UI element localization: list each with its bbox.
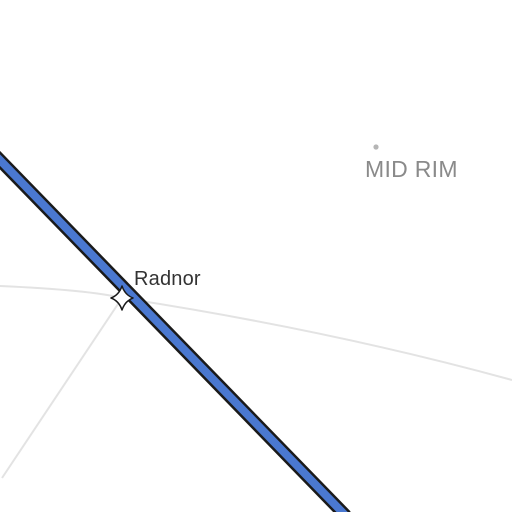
road-diagonal-southwest (1, 297, 123, 479)
locality-dot-icon (373, 144, 379, 150)
station-label-radnor[interactable]: Radnor (134, 268, 201, 290)
road-major-arc (0, 285, 512, 381)
station-star-icon[interactable] (110, 285, 134, 311)
neighborhood-label-mid-rim[interactable]: MID RIM (365, 156, 458, 182)
transit-line[interactable] (0, 154, 348, 512)
